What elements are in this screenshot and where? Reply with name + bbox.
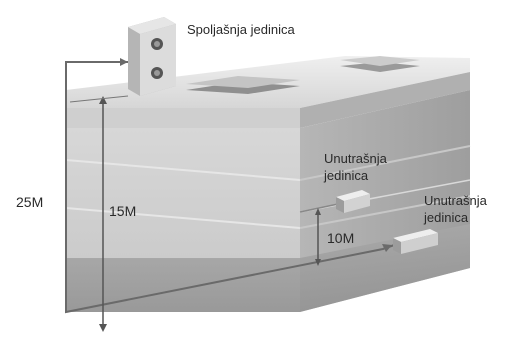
roof-block-left-top	[186, 76, 300, 88]
label-indoor-upper-1: Unutrašnja	[324, 151, 388, 166]
label-indoor-upper-2: jedinica	[323, 168, 369, 183]
roof-block-right-top	[340, 56, 420, 66]
label-15m: 15M	[109, 203, 136, 219]
roof-edge-front	[66, 108, 300, 128]
pipe-arrow-right	[382, 244, 392, 252]
label-indoor-lower-2: jedinica	[423, 210, 469, 225]
label-25m: 25M	[16, 194, 43, 210]
floor-plate-lower	[66, 224, 470, 312]
pipe-branch	[299, 203, 339, 213]
label-10m: 10M	[327, 230, 354, 246]
floor-line-4	[299, 195, 471, 229]
dim-10m-arrow-bottom	[315, 259, 321, 266]
roof-edge-side	[300, 72, 470, 128]
floor-line-3	[65, 207, 301, 229]
pipe-arrow-top	[120, 58, 128, 66]
label-outdoor-unit: Spoljašnja jedinica	[187, 22, 295, 37]
outdoor-unit	[128, 17, 176, 96]
dim-15m-arrow-bottom	[99, 324, 107, 332]
roof-block-left	[186, 82, 300, 94]
roof-block-right	[340, 62, 420, 72]
dim-10m-arrow-top	[315, 208, 321, 215]
floor-line-1	[65, 159, 301, 181]
floor-line-2	[299, 145, 471, 181]
dim-15m-arrow-top	[99, 96, 107, 104]
label-indoor-lower-1: Unutrašnja	[424, 193, 488, 208]
indoor-unit-upper	[336, 190, 370, 213]
dim-15m-leader	[69, 95, 129, 103]
indoor-unit-lower	[393, 229, 438, 254]
